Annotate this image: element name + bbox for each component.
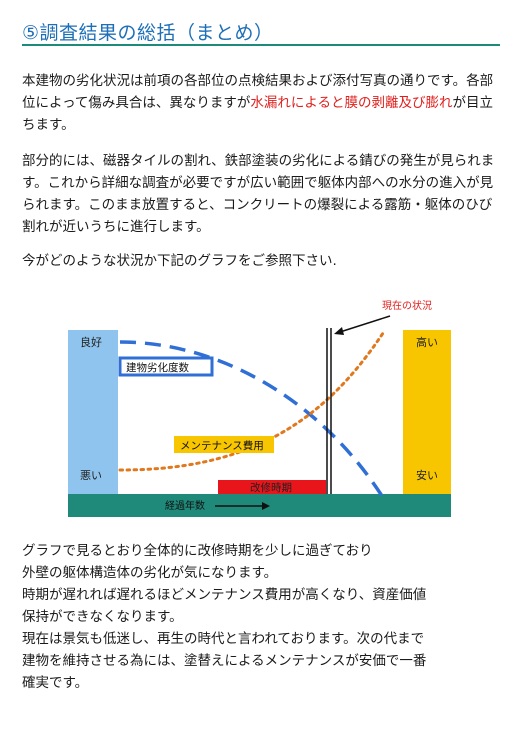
page-title: ⑤調査結果の総括（まとめ）: [22, 22, 274, 44]
intro-paragraph: 本建物の劣化状況は前項の各部位の点検結果および添付写真の通りです。各部位によって…: [22, 70, 500, 136]
intro-text-end: が目立ちます。: [22, 95, 494, 133]
series-line-maintenance: [118, 328, 387, 472]
series-label-maintenance: メンテナンス費用: [180, 439, 264, 452]
summary-line: グラフで見るとおり全体的に改修時期を少しに過ぎており: [22, 543, 373, 559]
current-marker-arrowhead: [334, 327, 344, 335]
intro-highlight: 水漏れによると膜の剥離及び膨れ: [250, 95, 453, 111]
intro-text: 本建物の劣化状況は前項の各部位の点検結果および添付写真の通りです。各部位によって…: [22, 73, 494, 111]
left-scale-top: 良好: [80, 335, 102, 349]
current-marker-label: 現在の状況: [382, 299, 432, 312]
x-axis-label: 経過年数: [165, 499, 205, 512]
renovation-zone: [218, 480, 326, 494]
renovation-zone-label: 改修時期: [250, 481, 292, 494]
summary-line: 建物を維持させる為には、塗替えによるメンテナンスが安価で一番: [22, 653, 427, 669]
summary-line: 保持ができなくなります。: [22, 609, 183, 625]
right-scale-top: 高い: [416, 335, 438, 349]
summary-block: グラフで見るとおり全体的に改修時期を少しに過ぎており 外壁の躯体構造体の劣化が気…: [22, 540, 500, 694]
title-underline: [22, 44, 500, 46]
summary-line: 外壁の躯体構造体の劣化が気になります。: [22, 565, 278, 581]
right-scale-bar: [403, 330, 451, 494]
summary-line: 時期が遅れれば遅れるほどメンテナンス費用が高くなり、資産価値: [22, 587, 427, 603]
detail-paragraph: 部分的には、磁器タイルの割れ、鉄部塗装の劣化による錆びの発生が見られます。これか…: [22, 153, 495, 235]
right-scale-bottom: 安い: [416, 468, 438, 482]
deterioration-chart: 良好 悪い 高い 安い 経過年数 改修時期 建物劣化度数 メンテナンス費用 現在…: [68, 299, 451, 517]
series-label-box-maintenance: [174, 436, 274, 453]
graph-reference-text: 今がどのような状況か下記のグラフをご参照下さい.: [22, 253, 337, 269]
x-axis-arrowhead: [262, 502, 270, 510]
series-label-box-deterioration: [118, 356, 214, 377]
summary-line: 現在は景気も低迷し、再生の時代と言われております。次の代まで: [22, 631, 425, 647]
summary-line: 確実です。: [22, 675, 89, 691]
current-marker-arrow: [339, 315, 391, 333]
series-line-deterioration: [119, 340, 384, 497]
left-scale-bar: [68, 330, 118, 494]
left-scale-bottom: 悪い: [80, 469, 102, 482]
series-label-deterioration: 建物劣化度数: [126, 361, 189, 374]
